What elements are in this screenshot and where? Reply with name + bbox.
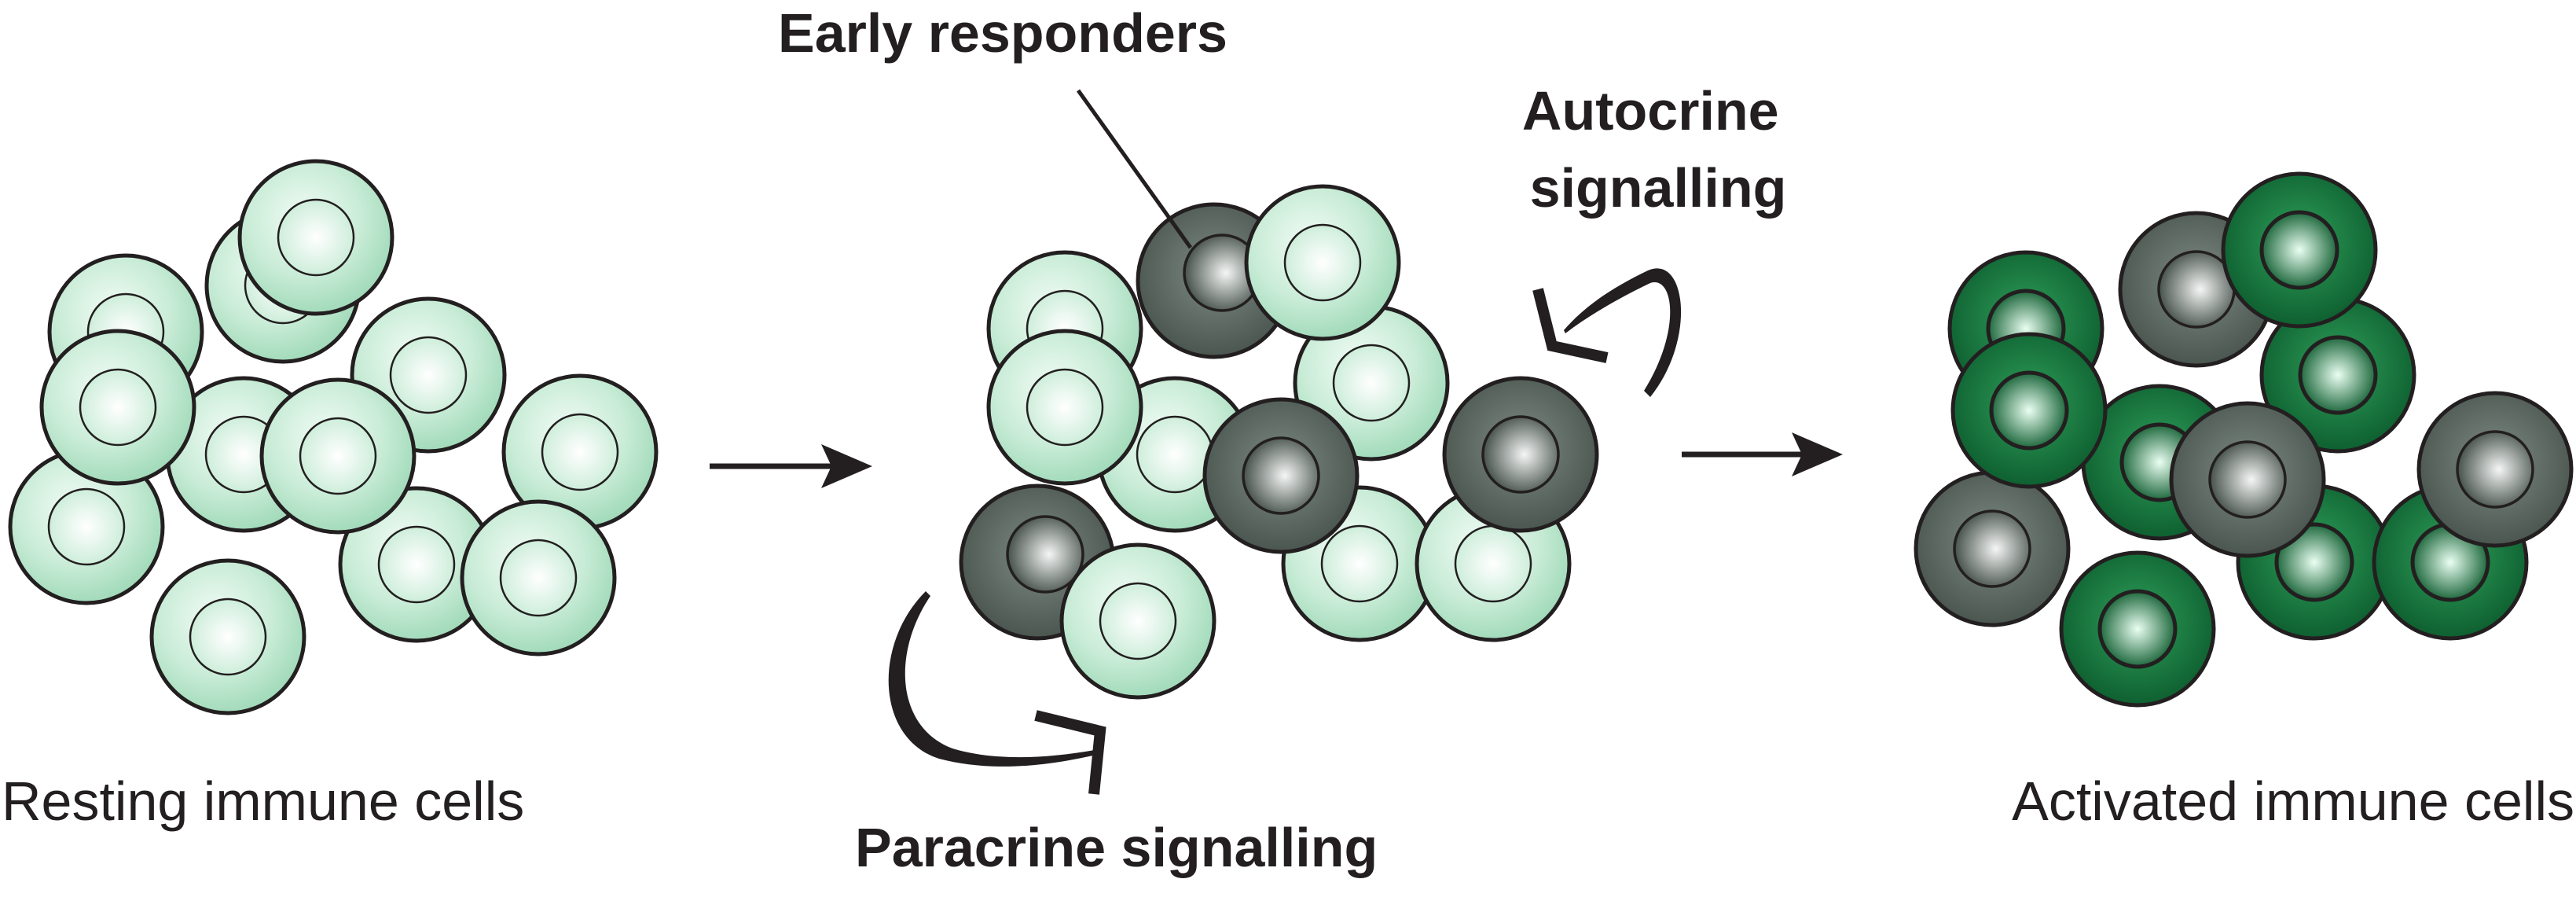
early-responders-label: Early responders (778, 2, 1227, 64)
curved-loop-arrow-icon (1532, 268, 1682, 397)
activated-cells-cluster (1914, 171, 2574, 708)
early-responder-cell (1202, 397, 1360, 554)
cell-nucleus (1332, 344, 1411, 422)
cell-nucleus (499, 539, 578, 617)
cell-nucleus (1953, 509, 2031, 588)
right-arrow-icon (710, 444, 872, 488)
resting-cell (237, 159, 394, 316)
resting-cell (460, 499, 617, 656)
cell-nucleus (2097, 589, 2178, 669)
cell-nucleus (1136, 415, 1214, 494)
cell-nucleus (79, 368, 157, 447)
cell-nucleus (541, 413, 619, 491)
resting-cell (501, 373, 659, 531)
cell-nucleus (1481, 415, 1560, 494)
resting-cell (259, 377, 416, 535)
cell-nucleus (2259, 210, 2339, 290)
resting-cell (338, 486, 495, 643)
early-responder-cell (1442, 376, 1599, 533)
cell-nucleus (1099, 582, 1177, 660)
cell-nucleus (2298, 335, 2378, 415)
resting-cell (39, 329, 196, 486)
early-response-cluster (959, 184, 1599, 700)
activated-cell (1950, 332, 2108, 489)
cell-nucleus (1026, 368, 1104, 447)
cell-nucleus (299, 417, 377, 495)
right-arrow-icon (1682, 432, 1843, 476)
activated-cells-label: Activated immune cells (2012, 770, 2574, 832)
resting-cell (986, 329, 1143, 486)
cell-nucleus (1320, 524, 1399, 603)
cell-nucleus (1242, 436, 1320, 515)
curved-arrow-icon (888, 591, 1106, 795)
cell-nucleus (389, 336, 468, 414)
cell-nucleus (2208, 440, 2287, 519)
cell-nucleus (47, 487, 126, 566)
early-responder-cell (2169, 401, 2326, 558)
cell-nucleus (2274, 522, 2354, 602)
activated-cell (2059, 550, 2216, 708)
cell-nucleus (377, 525, 456, 604)
cell-nucleus (1454, 524, 1532, 603)
cell-nucleus (1283, 223, 1362, 302)
early-responder-cell (2416, 391, 2574, 548)
resting-cell (1059, 542, 1216, 700)
cell-nucleus (1006, 515, 1084, 594)
resting-cell (1244, 184, 1401, 341)
cell-nucleus (2456, 430, 2534, 509)
autocrine-signalling-label: Autocrine signalling (1522, 80, 1794, 219)
cell-nucleus (189, 598, 267, 676)
early-responder-cell (1914, 470, 2071, 627)
cell-nucleus (277, 198, 355, 277)
activated-cell (2259, 296, 2416, 454)
activated-cell (2221, 171, 2378, 329)
cell-nucleus (1989, 370, 2069, 450)
resting-cell (149, 558, 306, 715)
paracrine-signalling-label: Paracrine signalling (855, 817, 1378, 878)
resting-cells-label: Resting immune cells (2, 770, 524, 832)
resting-cell (8, 448, 165, 605)
resting-cells-cluster (8, 159, 659, 715)
early-responders-pointer-line (1076, 89, 1193, 249)
